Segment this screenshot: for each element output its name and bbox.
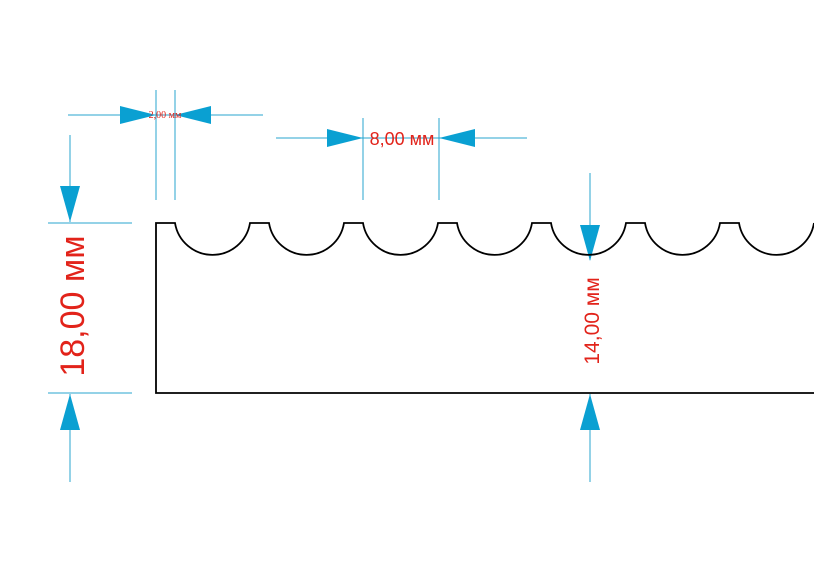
arrow-tooth-width-left	[120, 106, 156, 124]
arrowheads	[60, 106, 600, 430]
arrow-total-height-top	[60, 186, 80, 222]
dimension-lines	[68, 114, 591, 482]
arrow-base-height-bottom	[580, 394, 600, 430]
tooth-width-label: 2,00 мм	[149, 110, 182, 121]
arrow-base-height-top	[580, 225, 600, 261]
arrow-tooth-width-right	[175, 106, 211, 124]
arrow-total-height-bottom	[60, 394, 80, 430]
arrow-pitch-right	[439, 129, 475, 147]
base-height-label: 14,00 мм	[581, 277, 604, 364]
extension-lines	[48, 90, 440, 394]
pitch-label: 8,00 мм	[370, 129, 435, 149]
total-height-label: 18,00 мм	[54, 235, 92, 376]
arrow-pitch-left	[327, 129, 363, 147]
profile-outline	[155, 222, 814, 394]
